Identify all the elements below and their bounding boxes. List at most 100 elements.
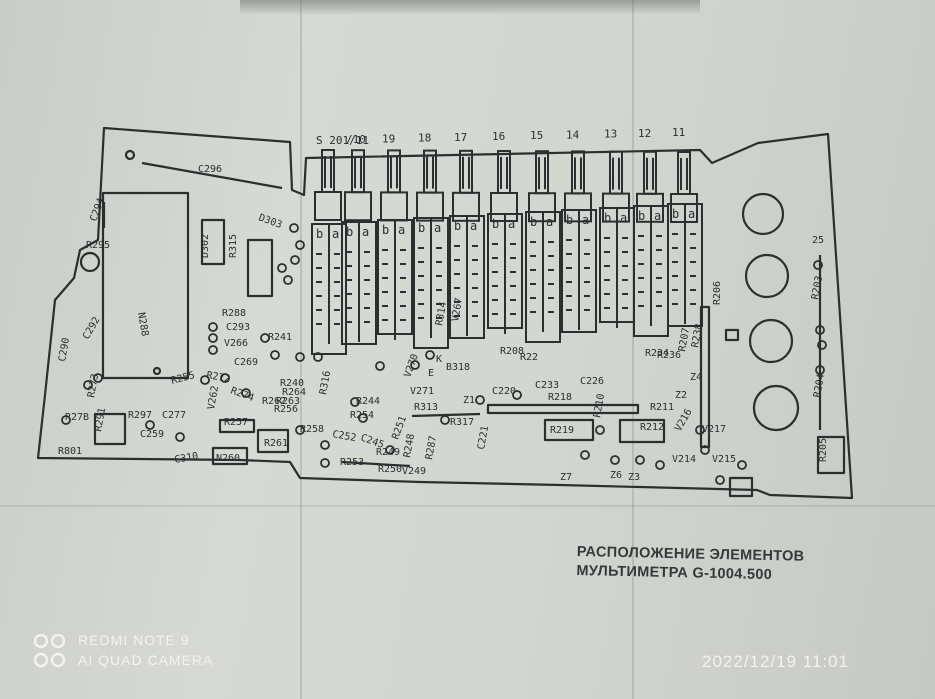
paper-fold-left [300, 0, 302, 699]
resistor-r219 [543, 418, 595, 442]
component-label: R288 [222, 308, 246, 319]
component-label: R206 [712, 281, 723, 305]
component-label: R208 [500, 346, 524, 357]
solder-pad [737, 460, 747, 470]
resistor-r205 [816, 435, 846, 475]
solder-pad [385, 445, 395, 455]
contact-label-a: a [546, 215, 553, 229]
component-label: R219 [550, 425, 574, 436]
switch-actuator [459, 149, 473, 194]
contact-label-b: b [492, 217, 499, 231]
connector-k [728, 476, 754, 498]
contact-label-b: b [566, 213, 573, 227]
contact-label-b: b [604, 211, 611, 225]
contact-label-a: a [398, 223, 405, 237]
solder-pad [695, 425, 705, 435]
solder-pad [208, 333, 218, 343]
switch-actuator [571, 150, 585, 195]
ic-pin1-marker [152, 366, 162, 376]
solder-pad [283, 275, 293, 285]
jack-hole-3 [748, 318, 794, 364]
component-label: R295 [86, 240, 110, 251]
component-label: V217 [702, 424, 726, 435]
solder-pad [375, 361, 385, 371]
solder-pad [425, 350, 435, 360]
solder-pad [175, 432, 185, 442]
diagram-caption: РАСПОЛОЖЕНИЕ ЭЛЕМЕНТОВ МУЛЬТИМЕТРА G-100… [576, 543, 877, 587]
component-label: R314 [434, 301, 449, 327]
component-label: V249 [402, 466, 426, 477]
component-label: Z6 [610, 470, 622, 481]
component-label: Z1 [463, 395, 475, 406]
component-label: R317 [450, 417, 474, 428]
solder-pad [313, 352, 323, 362]
component-label: R263 [276, 396, 300, 407]
pcb-outline [36, 126, 854, 500]
switch-label: 16 [492, 130, 505, 143]
solder-pad [83, 380, 93, 390]
switch-actuator [609, 150, 623, 195]
solder-pad [595, 425, 605, 435]
switch-label: 19 [382, 132, 395, 145]
component-label: R255 [170, 370, 196, 387]
slide-switch [311, 149, 347, 355]
component-label: V266 [224, 338, 248, 349]
slide-switch [487, 150, 523, 334]
component-label: R240 [280, 378, 304, 389]
bus-bar-z1 [486, 403, 640, 415]
solder-pad [200, 375, 210, 385]
component-label: R210 [592, 393, 607, 419]
capacitor-c296-line [141, 161, 283, 190]
component-label: C221 [476, 425, 491, 451]
component-label: R27B [65, 412, 89, 423]
jack-hole-2 [744, 253, 790, 299]
switch-label: 13 [604, 128, 617, 141]
jack-hole-1 [741, 192, 785, 236]
solder-pad [817, 340, 827, 350]
component-label: V215 [712, 454, 736, 465]
switch-label: 18 [418, 132, 431, 145]
component-label: 25 [812, 235, 824, 246]
component-label: R238 [690, 323, 705, 349]
contact-label-b: b [346, 225, 353, 239]
solder-pad [61, 415, 71, 425]
component-label: R234 [645, 348, 669, 359]
solder-pad [220, 373, 230, 383]
switch-label: S 201/11 [316, 134, 369, 147]
component-label: C310 [174, 451, 200, 466]
component-label: C259 [140, 429, 164, 440]
component-label: R258 [300, 424, 324, 435]
solder-pad [277, 263, 287, 273]
solder-pad [410, 360, 420, 370]
solder-pad [815, 325, 825, 335]
solder-pad [655, 460, 665, 470]
component-n260 [256, 428, 290, 454]
component-label: R272 [205, 370, 231, 385]
solder-pad [295, 425, 305, 435]
contact-label-a: a [434, 221, 441, 235]
contact-label-b: b [382, 223, 389, 237]
component-label: R244 [356, 396, 380, 407]
switch-label: /10 [346, 133, 366, 146]
resistor-r258 [211, 446, 249, 466]
solder-pad [700, 445, 710, 455]
component-label: R291 [93, 407, 108, 433]
solder-pad [635, 455, 645, 465]
solder-pad [715, 475, 725, 485]
slide-switch [377, 149, 413, 340]
diode-d303 [246, 238, 274, 298]
component-label: R257 [224, 417, 248, 428]
solder-pad [290, 255, 300, 265]
component-label: D303 [257, 212, 283, 231]
component-label: R316 [318, 370, 333, 396]
via-dot [124, 149, 136, 161]
slide-switch [525, 150, 561, 343]
component-label: R264 [282, 387, 306, 398]
component-label: C296 [198, 164, 222, 175]
camera-type: AI QUAD CAMERA [78, 652, 214, 668]
switch-label: 12 [638, 127, 651, 140]
component-label: Z7 [560, 472, 572, 483]
contact-label-a: a [362, 225, 369, 239]
solder-pad [358, 413, 368, 423]
